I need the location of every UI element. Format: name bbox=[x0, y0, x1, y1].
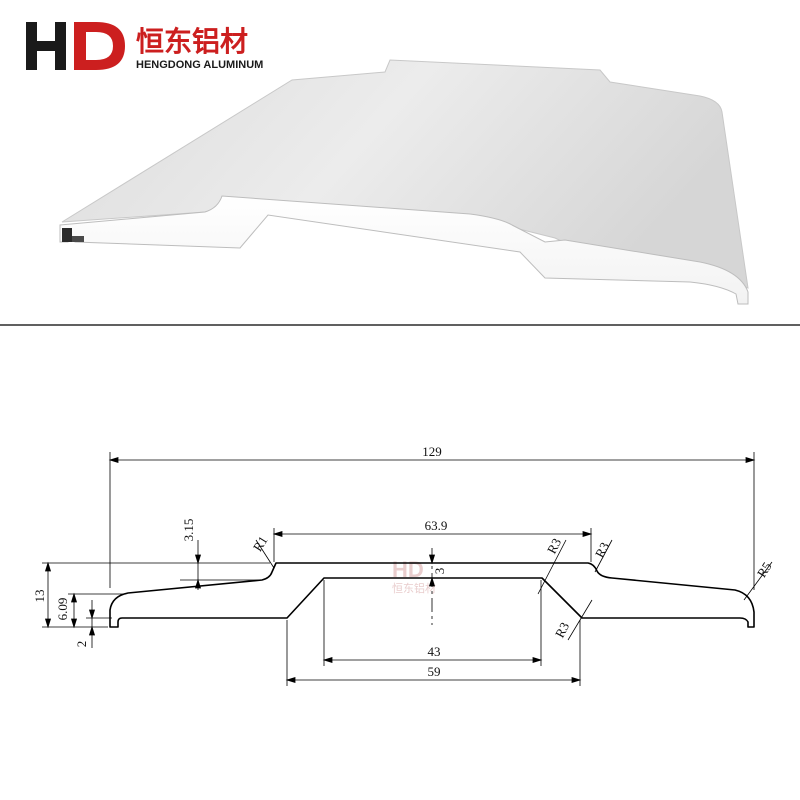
dim-label-wall-thickness: 3 bbox=[432, 568, 447, 575]
profile-cross-section bbox=[109, 562, 755, 628]
dim-label-top-flat: 63.9 bbox=[425, 518, 448, 533]
dimension-outer-bottom bbox=[285, 620, 582, 686]
brand-name-en: HENGDONG ALUMINUM bbox=[136, 59, 263, 71]
dim-label-inner-bottom: 43 bbox=[428, 644, 441, 659]
hd-logo-mark-icon bbox=[26, 22, 125, 70]
dimension-top-flat bbox=[272, 528, 593, 562]
dim-label-edge-height: 6.09 bbox=[55, 598, 70, 621]
profile-front-face bbox=[59, 195, 749, 305]
radius-label-top-left: R1 bbox=[250, 533, 271, 554]
radius-label-bottom-right: R3 bbox=[552, 620, 572, 640]
dim-label-overall-width: 129 bbox=[422, 444, 442, 459]
dimension-wall-thickness bbox=[428, 548, 436, 625]
dimension-total-height bbox=[42, 561, 270, 629]
dimension-inner-bottom bbox=[322, 580, 543, 666]
dimension-step-height bbox=[180, 540, 262, 590]
radius-leaders bbox=[255, 539, 773, 641]
profile-3d-render bbox=[59, 59, 749, 305]
dimension-edge-height bbox=[68, 592, 126, 629]
radius-label-top-right-inner: R3 bbox=[544, 536, 564, 556]
dimension-overall-width bbox=[108, 452, 756, 590]
radius-label-top-right-outer: R3 bbox=[592, 540, 612, 560]
brand-logo: 恒东铝材 HENGDONG ALUMINUM bbox=[26, 22, 263, 71]
dim-label-outer-bottom: 59 bbox=[428, 664, 441, 679]
brand-name-cn: 恒东铝材 bbox=[136, 25, 248, 58]
dimension-lip-thickness bbox=[86, 600, 112, 648]
dim-label-step-height: 3.15 bbox=[181, 519, 196, 542]
dim-label-lip-thickness: 2 bbox=[74, 641, 89, 648]
dim-label-total-height: 13 bbox=[32, 590, 47, 603]
watermark-name: 恒东铝材 bbox=[392, 581, 436, 595]
radius-label-end: R5 bbox=[754, 559, 775, 580]
